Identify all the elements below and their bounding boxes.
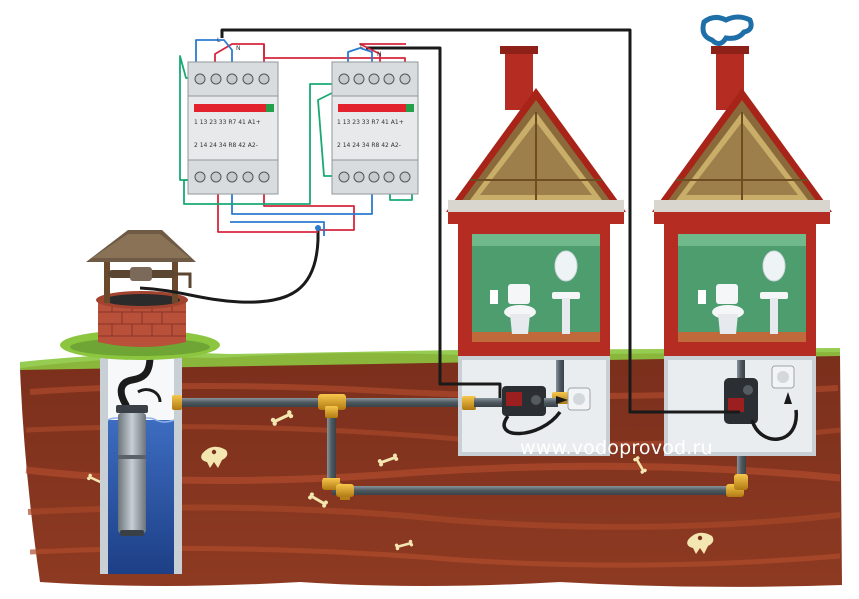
toilet-icon [504,284,536,334]
contactor-2-bottom-terminals: 2 14 24 34 R8 42 A2- [337,142,401,149]
toilet-icon [712,284,744,334]
circulation-pump-icon [474,386,562,436]
control-wiring [139,28,740,414]
cable-junction [315,225,321,231]
contactor-2-l-mark: L [360,43,364,50]
sink-icon [552,250,580,334]
power-socket-icon [556,387,591,411]
contactor-1-n-mark: N [236,45,241,52]
contactor-2-top-terminals: 1 13 23 33 R7 41 A1+ [337,119,404,126]
contactor-icon: 1 13 23 33 R7 41 A1+ 2 14 24 34 R8 42 A2… [331,43,419,195]
power-socket-icon [771,365,795,404]
watermark: www.vodoprovod.ru [520,437,713,459]
contactor-1-l-mark: L [217,37,221,44]
submersible-pump-icon [116,352,162,536]
sink-icon [760,250,788,334]
contactor-1-top-terminals: 1 13 23 33 R7 41 A1+ [194,119,261,126]
pipe-fittings [172,394,748,500]
fossil-skull-icon [201,446,714,554]
chimney-smoke-icon [700,14,754,46]
contactor-icon: 1 13 23 33 R7 41 A1+ 2 14 24 34 R8 42 A2… [187,37,279,195]
contactor-2-n-mark: N [377,51,382,58]
contactor-1-bottom-terminals: 2 14 24 34 R8 42 A2- [194,142,258,149]
well-icon [60,230,220,360]
